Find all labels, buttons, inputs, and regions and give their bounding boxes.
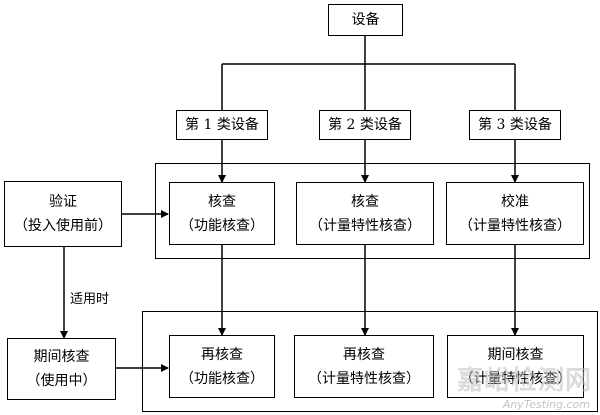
verify-line1: 验证 [49, 194, 77, 210]
calib3-line1: 校准 [501, 193, 529, 210]
watermark-url: AnyTesting.com [502, 398, 590, 411]
watermark-logo-text: 嘉峪检测网 [456, 366, 592, 396]
class3-label: 第 3 类设备 [478, 117, 552, 133]
class1-label: 第 1 类设备 [185, 117, 259, 133]
class1-box: 第 1 类设备 [176, 110, 268, 140]
recheck1-line1: 再核查 [201, 346, 243, 363]
recheck2-line1: 再核查 [343, 346, 385, 363]
period-check-box: 期间核查 （使用中） [7, 338, 116, 400]
calib3-box: 校准 （计量特性核查） [446, 182, 584, 245]
recheck1-line2: （功能核查） [180, 370, 264, 387]
check1-line1: 核查 [208, 193, 236, 210]
calib3-line2: （计量特性核查） [459, 217, 571, 234]
check1-line2: （功能核查） [180, 217, 264, 234]
period3-box: 期间核查 （计量特性核查） [447, 335, 584, 398]
class2-label: 第 2 类设备 [328, 117, 402, 133]
recheck2-box: 再核查 （计量特性核查） [294, 335, 434, 398]
period3-line1: 期间核查 [487, 346, 544, 363]
check1-box: 核查 （功能核查） [169, 182, 275, 245]
verify-box: 验证 （投入使用前） [4, 181, 122, 247]
periodic-check-group [142, 311, 598, 412]
device-box: 设备 [328, 4, 403, 36]
recheck2-line2: （计量特性核查） [308, 370, 420, 387]
recheck1-box: 再核查 （功能核查） [169, 335, 275, 398]
check2-line1: 核查 [351, 193, 379, 210]
class3-box: 第 3 类设备 [469, 110, 561, 140]
check2-line2: （计量特性核查） [309, 217, 421, 234]
period3-line2: （计量特性核查） [459, 370, 572, 387]
verify-line2: （投入使用前） [14, 218, 112, 234]
device-label: 设备 [351, 12, 380, 28]
class2-box: 第 2 类设备 [319, 110, 411, 140]
period-check-line1: 期间核查 [33, 349, 90, 365]
check2-box: 核查 （计量特性核查） [296, 182, 434, 245]
applicable-label: 适用时 [70, 292, 110, 307]
initial-check-group [155, 163, 590, 259]
period-check-line2: （使用中） [26, 373, 97, 389]
